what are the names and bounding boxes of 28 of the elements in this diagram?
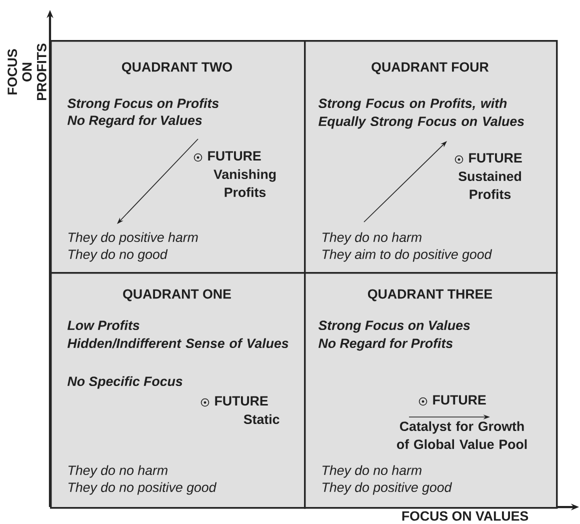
impact-text: They do no harm: [322, 465, 422, 478]
impact-text: They do no harm: [322, 232, 422, 245]
description-text: Strong Focus on Profits, with Equally Strong Focus on Values: [318, 98, 524, 129]
impact-text: They aim to do positive good: [322, 249, 492, 262]
description-text: Hidden/Indifferent Sense of Values: [68, 338, 288, 348]
description-text: Low Profits: [68, 320, 140, 330]
outcome-text: Catalyst for Growth of Global Value Pool: [396, 421, 527, 450]
quadrant-heading: QUADRANT FOUR: [372, 62, 489, 74]
quadrant-heading: QUADRANT THREE: [368, 289, 492, 302]
description-text: No Specific Focus: [68, 376, 182, 389]
impact-text: They do no good: [68, 249, 168, 262]
impact-text: They do no harm: [68, 465, 168, 478]
future-label: FUTURE: [433, 395, 486, 405]
description-text: Strong Focus on Values: [318, 320, 470, 333]
impact-text: They do no positive good: [68, 482, 217, 495]
outcome-text: Static: [244, 414, 280, 424]
quadrant-heading: QUADRANT TWO: [122, 62, 232, 74]
impact-text: They do positive good: [322, 482, 452, 495]
future-label: FUTURE: [469, 153, 522, 163]
outcome-text: Sustained Profits: [458, 171, 521, 200]
description-text: Strong Focus on Profits: [67, 98, 219, 111]
outcome-text: Vanishing Profits: [214, 169, 276, 198]
quadrant-heading: QUADRANT ONE: [123, 289, 231, 302]
future-label: FUTURE: [215, 396, 268, 406]
future-label: FUTURE: [208, 151, 261, 161]
description-text: No Regard for Values: [68, 115, 202, 128]
description-text: No Regard for Profits: [318, 338, 453, 351]
impact-text: They do positive harm: [68, 232, 198, 245]
